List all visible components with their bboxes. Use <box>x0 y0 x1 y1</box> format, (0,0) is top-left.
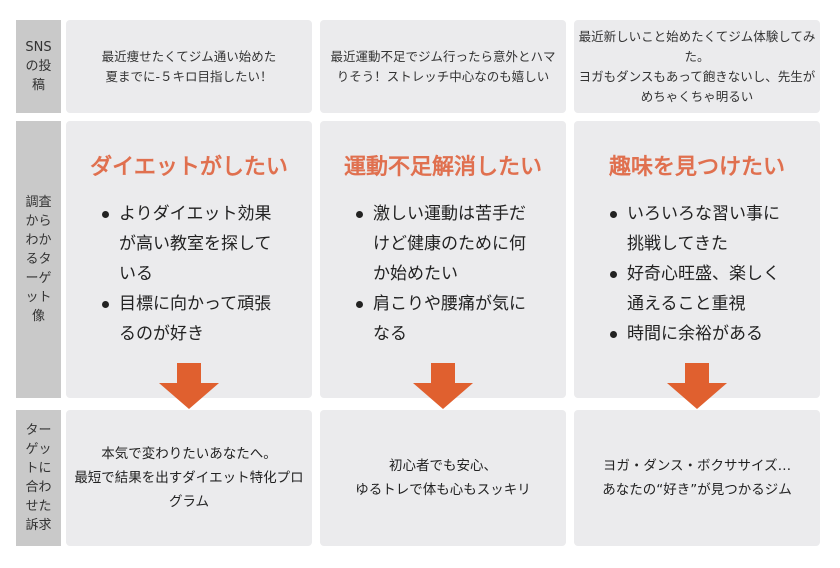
appeal-line: 初心者でも安心、 <box>389 458 497 474</box>
bullet: 激しい運動は苦手だけど健康のために何か始めたい <box>353 199 533 289</box>
post-line: 最近新しいこと始めたくてジム体験してみた。 <box>578 28 816 64</box>
persona-bullets: 激しい運動は苦手だけど健康のために何か始めたい肩こりや腰痛が気になる <box>353 199 533 349</box>
persona-bullets: いろいろな習い事に挑戦してきた好奇心旺盛、楽しく通えること重視時間に余裕がある <box>607 199 787 349</box>
bullet: よりダイエット効果が高い教室を探している <box>99 199 279 289</box>
appeal-line: 最短で結果を出すダイエット特化プログラム <box>74 470 304 510</box>
post-line: 最近運動不足でジム行ったら意外とハマりそう！ストレッチ中心なのも嬉しい <box>330 48 556 84</box>
appeal-line: あなたの“好き”が見つかるジム <box>602 482 792 498</box>
down-arrow-icon <box>667 363 727 409</box>
row-label-sns-post: SNSの投稿 <box>16 20 61 113</box>
persona-title: ダイエットがしたい <box>90 155 288 180</box>
down-arrow-icon <box>413 363 473 409</box>
post-line: ヨガもダンスもあって飽きないし、先生がめちゃくちゃ明るい <box>578 68 816 104</box>
persona-cell-1: ダイエットがしたい よりダイエット効果が高い教室を探している目標に向かって頑張る… <box>66 121 312 398</box>
appeal-cell-2: 初心者でも安心、ゆるトレで体も心もスッキリ <box>320 410 566 546</box>
row-label-target-persona: 調査からわかるターゲット像 <box>16 121 61 398</box>
down-arrow-icon <box>159 363 219 409</box>
persona-title: 趣味を見つけたい <box>608 155 785 180</box>
bullet: 肩こりや腰痛が気になる <box>353 289 533 349</box>
appeal-cell-3: ヨガ・ダンス・ボクササイズ… あなたの“好き”が見つかるジム <box>574 410 820 546</box>
persona-cell-3: 趣味を見つけたい いろいろな習い事に挑戦してきた好奇心旺盛、楽しく通えること重視… <box>574 121 820 398</box>
sns-post-cell-3: 最近新しいこと始めたくてジム体験してみた。ヨガもダンスもあって飽きないし、先生が… <box>574 20 820 113</box>
row-label-appeal: ターゲットに合わせた訴求 <box>16 410 61 546</box>
appeal-line: 本気で変わりたいあなたへ。 <box>101 446 277 462</box>
bullet: いろいろな習い事に挑戦してきた <box>607 199 787 259</box>
sns-post-cell-2: 最近運動不足でジム行ったら意外とハマりそう！ストレッチ中心なのも嬉しい <box>320 20 566 113</box>
post-line: 最近痩せたくてジム通い始めた <box>101 48 277 64</box>
sns-post-cell-1: 最近痩せたくてジム通い始めた夏までに-５キロ目指したい！ <box>66 20 312 113</box>
persona-title: 運動不足解消したい <box>343 155 542 180</box>
persona-bullets: よりダイエット効果が高い教室を探している目標に向かって頑張るのが好き <box>99 199 279 349</box>
appeal-line: ヨガ・ダンス・ボクササイズ… <box>602 458 792 474</box>
post-line: 夏までに-５キロ目指したい！ <box>105 68 273 84</box>
appeal-cell-1: 本気で変わりたいあなたへ。最短で結果を出すダイエット特化プログラム <box>66 410 312 546</box>
bullet: 好奇心旺盛、楽しく通えること重視 <box>607 259 787 319</box>
bullet: 時間に余裕がある <box>607 319 787 349</box>
appeal-line: ゆるトレで体も心もスッキリ <box>355 482 531 498</box>
bullet: 目標に向かって頑張るのが好き <box>99 289 279 349</box>
persona-cell-2: 運動不足解消したい 激しい運動は苦手だけど健康のために何か始めたい肩こりや腰痛が… <box>320 121 566 398</box>
